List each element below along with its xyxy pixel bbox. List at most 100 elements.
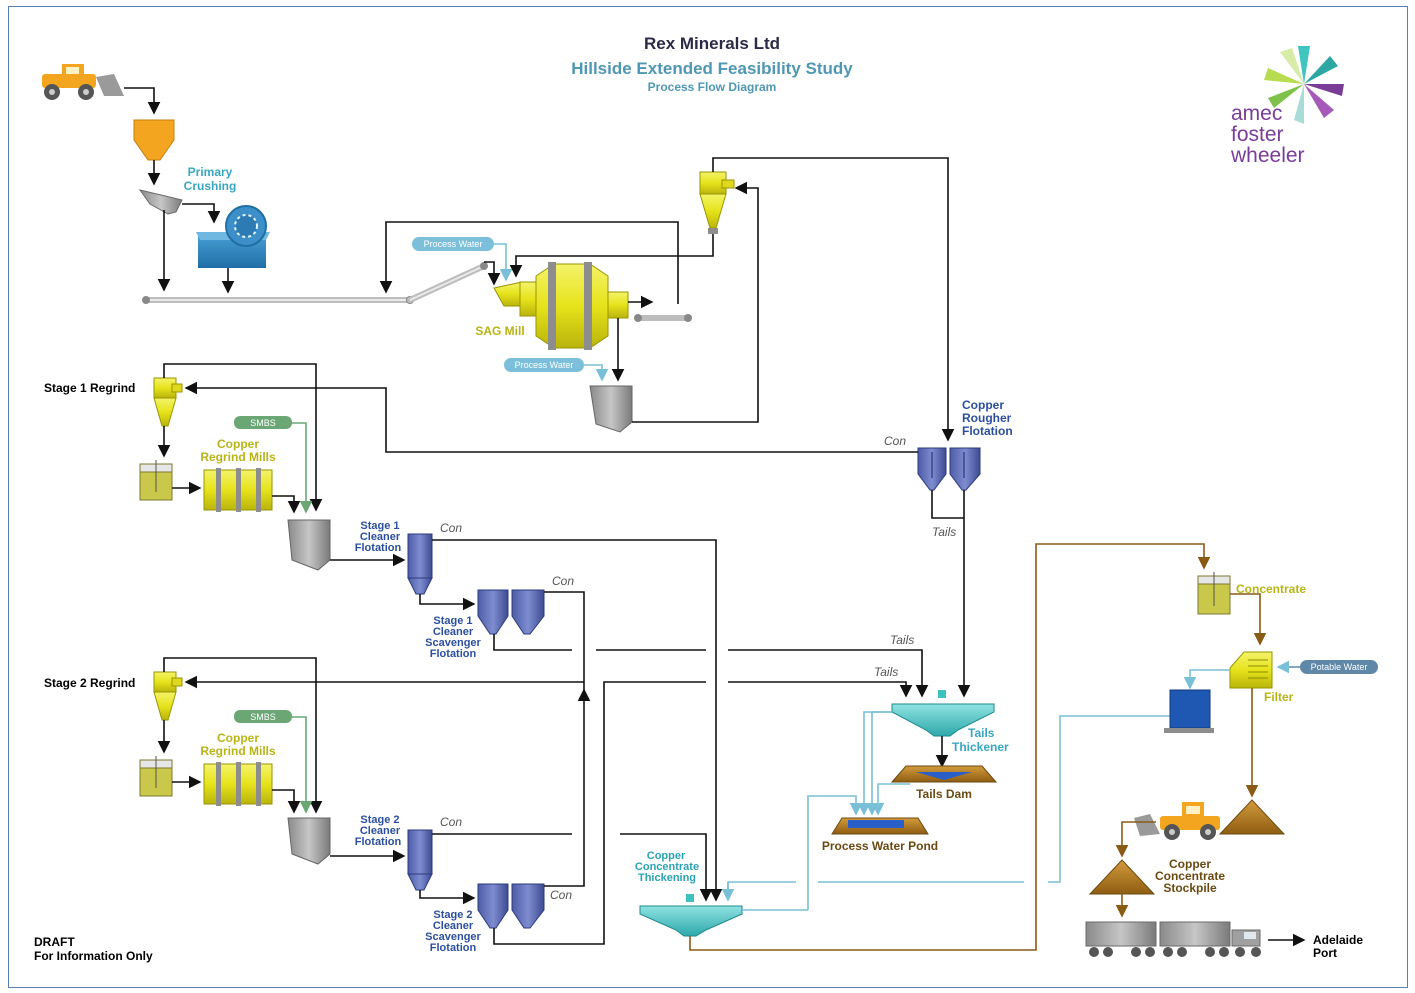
label-adelaide-2: Port (1313, 946, 1337, 960)
stage2-scavenger-icon (477, 883, 545, 929)
filter-press-icon (1229, 651, 1273, 689)
stage2-tank-icon (139, 756, 173, 797)
feed-hopper-icon (133, 119, 175, 161)
potable-water-label: Potable Water (1311, 662, 1368, 672)
road-train-truck-icon (1085, 921, 1261, 957)
label-stage1-scav-2: Cleaner (433, 626, 474, 638)
label-stage1-regrind: Stage 1 Regrind (44, 381, 135, 395)
label-tails-rougher: Tails (932, 525, 956, 539)
smbs-2-label: SMBS (250, 712, 276, 722)
grizzly-screen-icon (138, 189, 183, 215)
label-rougher-3: Flotation (962, 424, 1013, 438)
smbs-2-pill (234, 710, 292, 723)
draft-label: DRAFT (34, 935, 75, 949)
logo-text-amec: amec (1231, 102, 1282, 125)
amec-logo-icon (1264, 46, 1344, 124)
label-rougher-1: Copper (962, 398, 1004, 412)
label-stockpile-1: Copper (1169, 857, 1211, 871)
label-stage2-scav-3: Scavenger (425, 931, 481, 943)
label-rougher-2: Rougher (962, 411, 1012, 425)
label-stage2-cleaner-2: Cleaner (360, 825, 401, 837)
label-con-rougher: Con (884, 434, 906, 448)
label-stage2-scav-1: Stage 2 (433, 909, 472, 921)
process-water-2-pill (504, 358, 584, 372)
label-tails-dam: Tails Dam (916, 787, 972, 801)
sag-mill-icon (493, 262, 629, 350)
label-stage1-scav-3: Scavenger (425, 637, 481, 649)
concentrate-stockpile-icon (1088, 859, 1156, 895)
jaw-crusher-icon (196, 205, 270, 268)
label-stage2-scav-4: Flotation (430, 942, 477, 954)
tails-dam-icon (890, 765, 998, 783)
filter-cake-pile-icon (1218, 799, 1286, 835)
label-con-stage1-scav: Con (552, 574, 574, 588)
label-stage1-cleaner-3: Flotation (355, 542, 402, 554)
label-cu-conc-thick-2: Concentrate (635, 861, 699, 873)
draft-note: For Information Only (34, 949, 153, 963)
label-con-stage2-cleaner: Con (440, 815, 462, 829)
label-stage2-regrind: Stage 2 Regrind (44, 676, 135, 690)
diagram-caption: Process Flow Diagram (648, 80, 777, 94)
process-water-1-pill (412, 237, 494, 251)
stage2-sump-icon (287, 817, 331, 865)
label-copper-regrind-1a: Copper (217, 437, 259, 451)
label-tails-stage1: Tails (890, 633, 914, 647)
label-copper-regrind-2a: Copper (217, 731, 259, 745)
trommel-conveyor-icon (634, 314, 692, 322)
primary-cyclone-icon (699, 171, 735, 234)
process-water-pond-icon (831, 817, 929, 835)
stage1-scavenger-icon (477, 589, 545, 635)
stockpile-loader-icon (1134, 802, 1220, 840)
stage2-regrind-mill-icon (203, 762, 273, 806)
label-cu-conc-thick-3: Thickening (638, 872, 696, 884)
label-copper-regrind-2b: Regrind Mills (200, 744, 276, 758)
stage2-cleaner-column-icon (407, 829, 433, 891)
label-stage2-cleaner-3: Flotation (355, 836, 402, 848)
label-primary-crushing-1: Primary (188, 165, 233, 179)
smbs-1-pill (234, 416, 292, 429)
feed-conveyor-icon (142, 262, 488, 304)
process-water-1-label: Process Water (424, 239, 483, 249)
label-cu-conc-thick-1: Copper (647, 850, 686, 862)
diagram-title: Rex Minerals Ltd (644, 34, 780, 53)
label-tails-thickener-2: Thickener (952, 740, 1009, 754)
rougher-flotation-icon (917, 447, 981, 491)
label-copper-regrind-1b: Regrind Mills (200, 450, 276, 464)
label-tails-thickener-1: Tails (968, 726, 995, 740)
stage1-cyclone-icon (153, 377, 183, 427)
diagram-subtitle: Hillside Extended Feasibility Study (571, 59, 853, 78)
label-stage2-cleaner-1: Stage 2 (360, 814, 399, 826)
label-filter: Filter (1264, 690, 1294, 704)
stage1-sump-icon (287, 519, 331, 571)
potable-water-pill (1300, 660, 1378, 674)
smbs-1-label: SMBS (250, 418, 276, 428)
label-stage2-scav-2: Cleaner (433, 920, 474, 932)
label-con-stage1-cleaner: Con (440, 521, 462, 535)
label-stage1-scav-4: Flotation (430, 648, 477, 660)
stage2-cyclone-icon (153, 671, 183, 721)
label-stage1-cleaner-2: Cleaner (360, 531, 401, 543)
concentrate-thickener-icon (639, 894, 743, 937)
label-stage1-cleaner-1: Stage 1 (360, 520, 399, 532)
label-concentrate: Concentrate (1236, 582, 1306, 596)
label-sag-mill: SAG Mill (475, 324, 524, 338)
tails-thickener-icon (891, 690, 995, 737)
stage1-regrind-mill-icon (203, 468, 273, 512)
process-water-2-label: Process Water (515, 360, 574, 370)
concentrate-tank-icon (1197, 572, 1231, 615)
filtrate-tank-icon (1164, 689, 1214, 733)
label-primary-crushing-2: Crushing (184, 179, 237, 193)
label-adelaide-1: Adelaide (1313, 933, 1363, 947)
mill-sump-icon (589, 385, 633, 433)
diagram-frame (8, 6, 1408, 988)
label-stockpile-3: Stockpile (1163, 881, 1217, 895)
stage1-tank-icon (139, 460, 173, 501)
logo-text-foster: foster (1231, 123, 1284, 146)
front-loader-icon (42, 64, 124, 100)
label-stockpile-2: Concentrate (1155, 869, 1225, 883)
stage1-cleaner-column-icon (407, 533, 433, 595)
label-process-water-pond: Process Water Pond (822, 839, 938, 853)
label-tails-stage2: Tails (874, 665, 898, 679)
